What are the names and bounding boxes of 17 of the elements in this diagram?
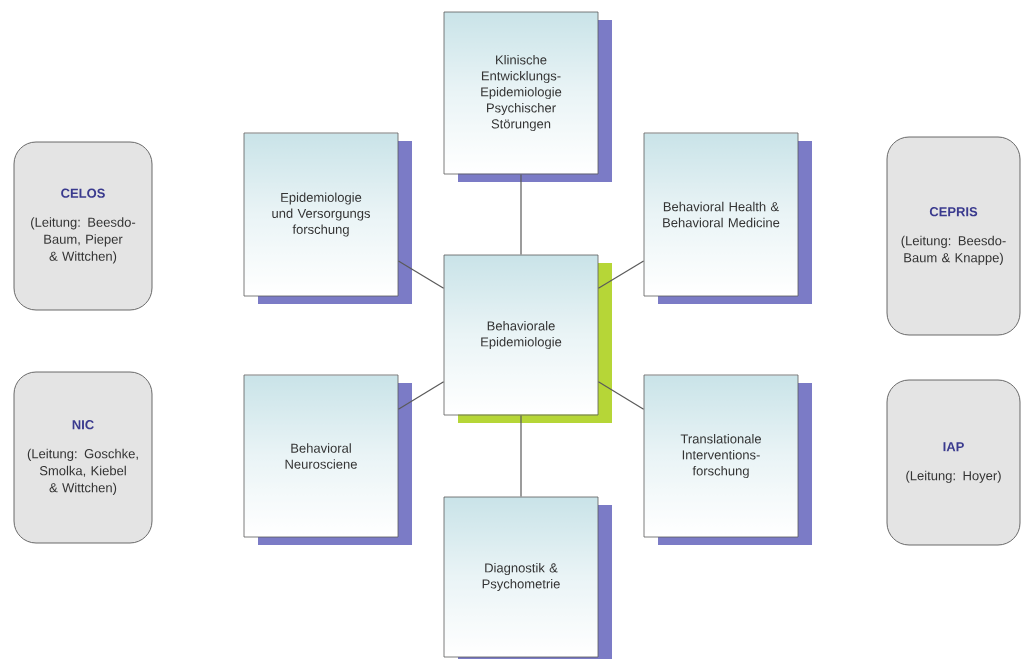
connector-line bbox=[397, 381, 445, 410]
connector-line bbox=[597, 381, 645, 410]
connector-line bbox=[520, 414, 522, 498]
connector-line bbox=[597, 260, 645, 289]
topic-box: Klinische Entwicklungs-Epidemiologie Psychischer Störungen bbox=[443, 11, 612, 182]
institute-box: IAP (Leitung: Hoyer) bbox=[886, 379, 1021, 546]
topic-box: Behaviorale Epidemiologie bbox=[443, 254, 612, 423]
topic-box: Behavioral Neurosciene bbox=[243, 374, 412, 545]
institute-box: NIC (Leitung: Goschke, Smolka, Kiebel & Wittchen) bbox=[13, 371, 153, 544]
topic-box: Epidemiologie und Versorgungs forschung bbox=[243, 132, 412, 304]
topic-box: Translationale Interventions-forschung bbox=[643, 374, 812, 545]
topic-box: Diagnostik & Psychometrie bbox=[443, 496, 612, 659]
institute-box: CEPRIS (Leitung: Beesdo-Baum & Knappe) bbox=[886, 136, 1021, 336]
institute-box: CELOS (Leitung: Beesdo-Baum, Pieper & Wittchen) bbox=[13, 141, 153, 311]
connector-line bbox=[397, 260, 445, 289]
topic-box: Behavioral Health & Behavioral Medicine bbox=[643, 132, 812, 304]
connector-line bbox=[520, 173, 522, 256]
